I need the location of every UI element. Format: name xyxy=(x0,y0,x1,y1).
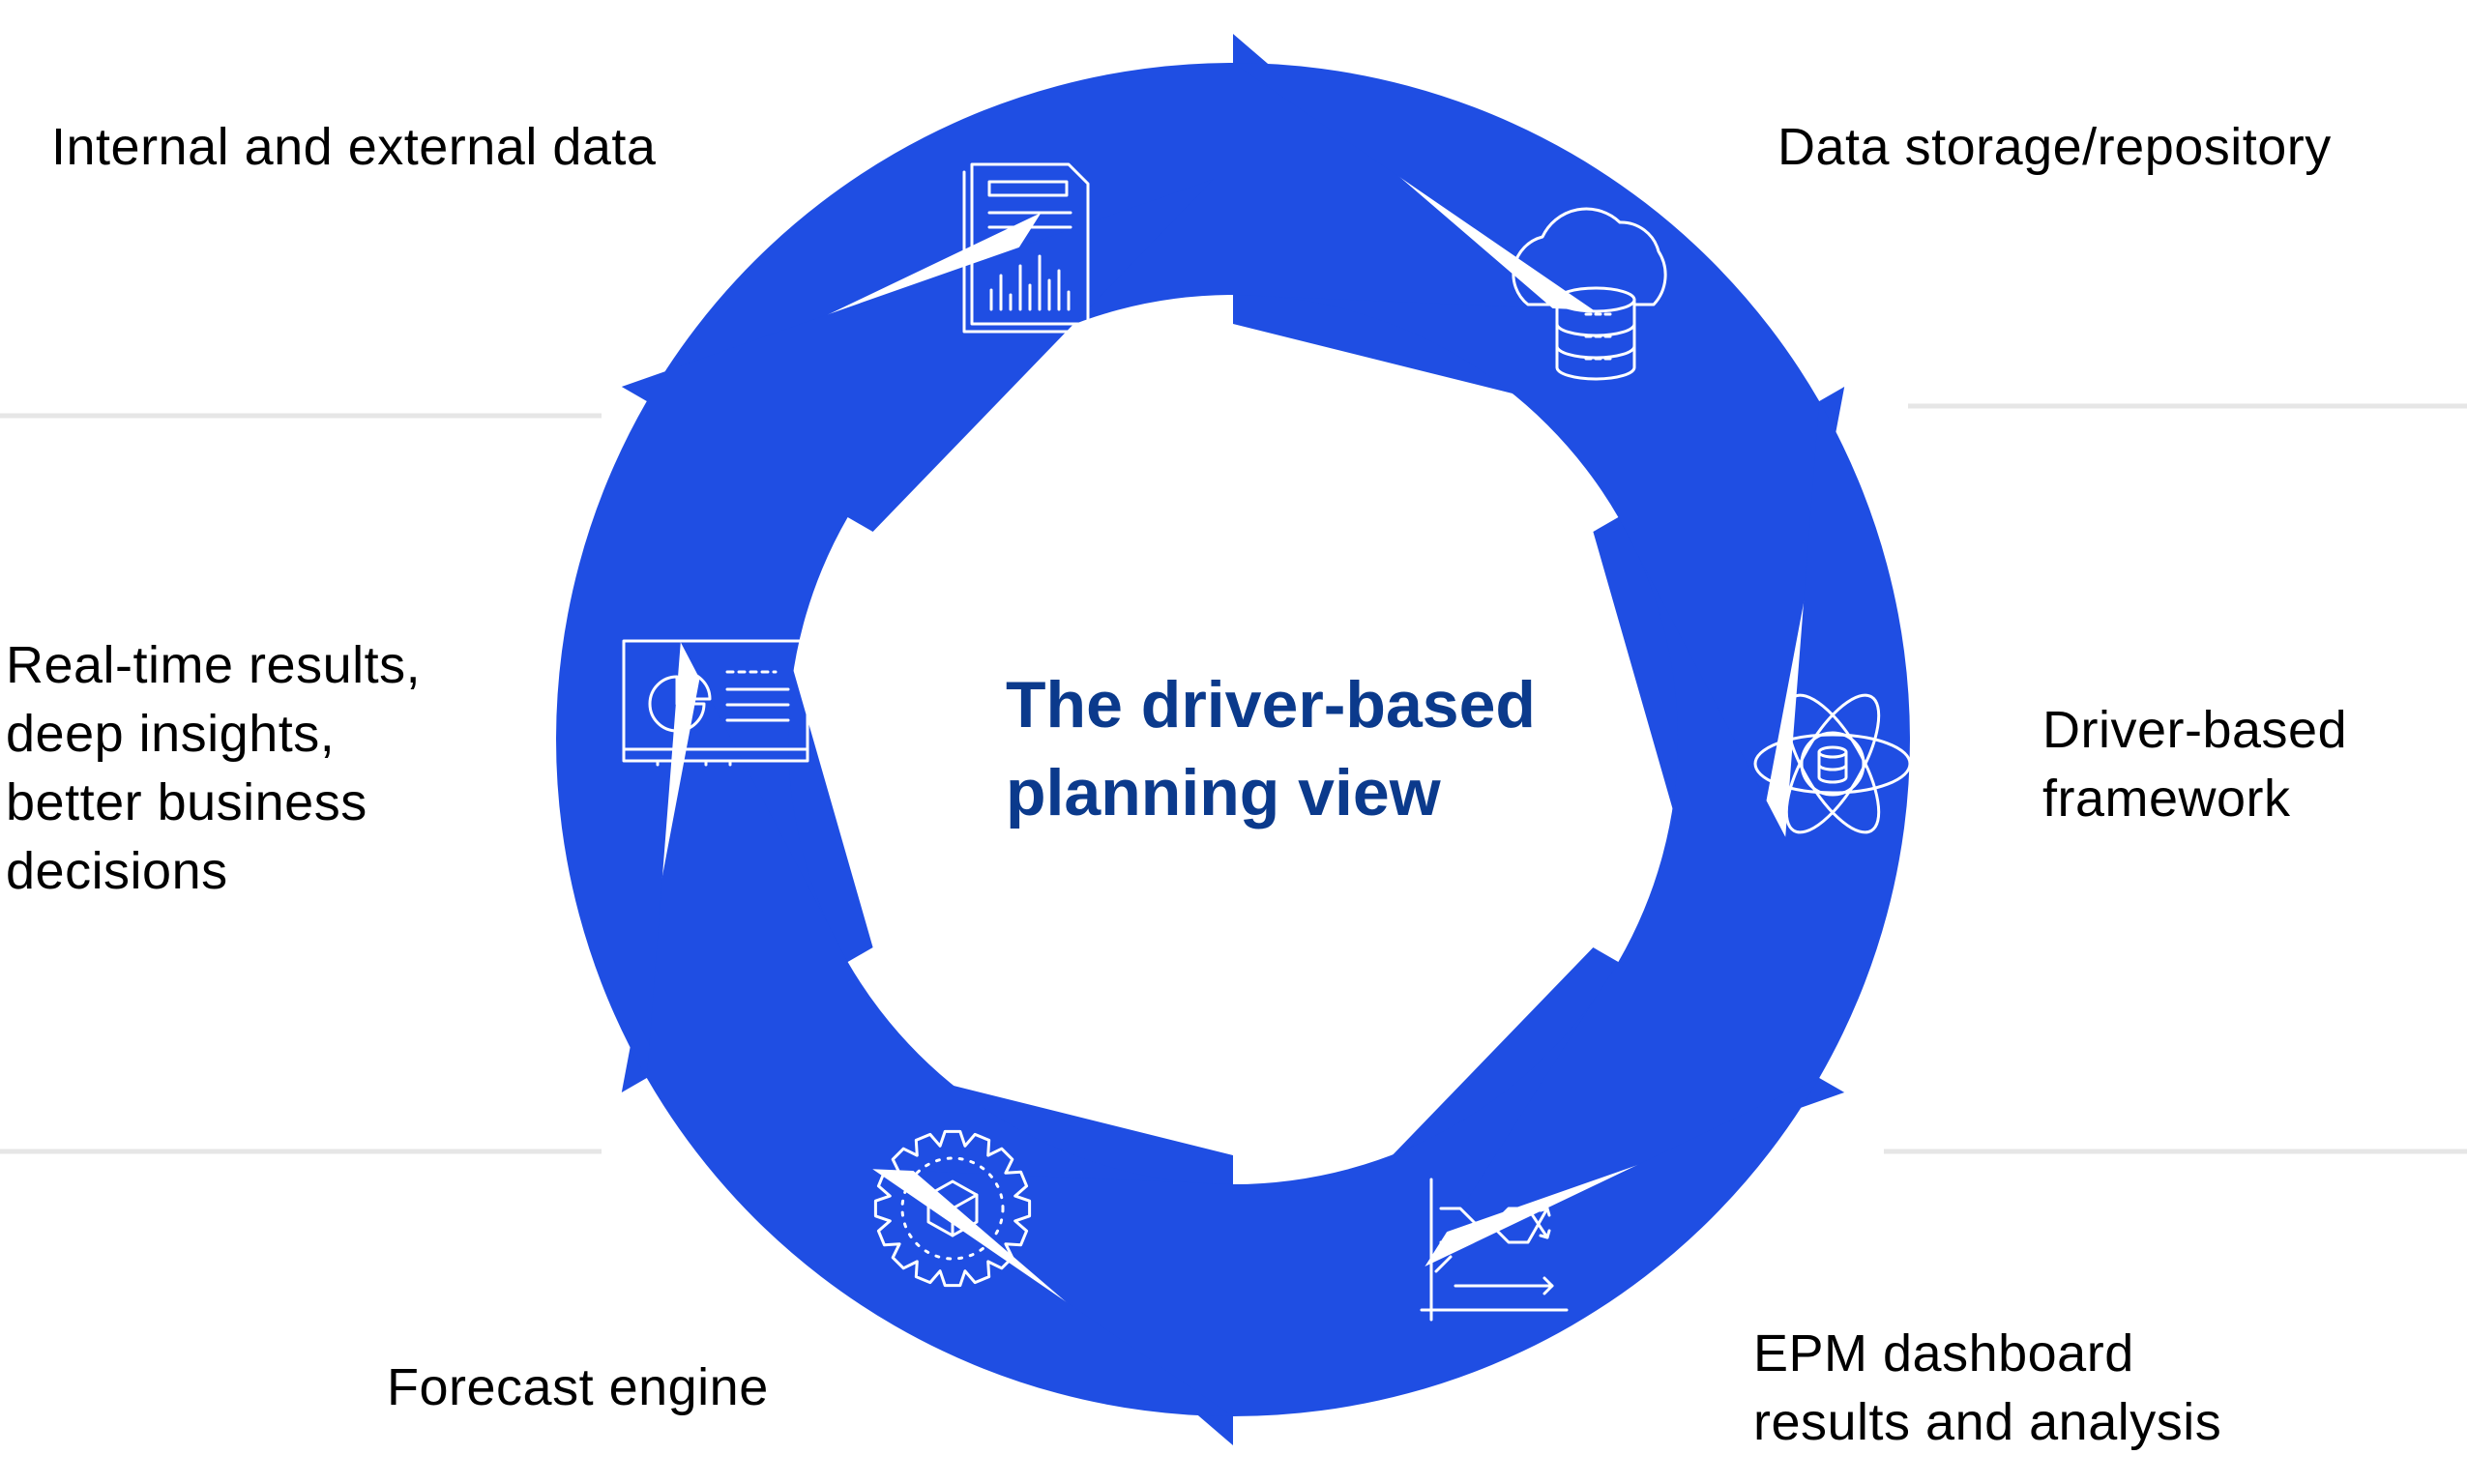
label-internal-external-data: Internal and external data xyxy=(51,118,657,176)
label-forecast-engine: Forecast engine xyxy=(387,1358,769,1416)
center-title: The driver-based planning view xyxy=(1006,661,1536,837)
report-chart-icon xyxy=(962,162,1090,334)
cycle-arrow-4 xyxy=(757,962,1820,1445)
label-data-storage: Data storage/repository xyxy=(1777,118,2332,176)
cycle-ring xyxy=(556,34,1910,1445)
label-driver-based-framework: Driver-based framework xyxy=(2042,701,2348,828)
cycle-arrow-1 xyxy=(646,34,1709,517)
trend-chart-icon xyxy=(1420,1178,1569,1322)
center-title-line-1: The driver-based xyxy=(1006,668,1536,742)
stage-icons xyxy=(622,162,1912,1322)
center-title-line-2: planning view xyxy=(1006,756,1441,829)
atom-database-icon xyxy=(1753,693,1912,834)
dashboard-screen-icon xyxy=(622,639,809,767)
gear-cube-icon xyxy=(873,1129,1032,1288)
label-real-time-results: Real-time results, deep insights, better… xyxy=(6,636,422,900)
label-epm-dashboard: EPM dashboard results and analysis xyxy=(1753,1324,2222,1451)
divider-lines xyxy=(0,403,2467,1154)
cycle-arrow-6 xyxy=(556,179,1214,1078)
cycle-arrow-3 xyxy=(1252,401,1910,1300)
cloud-database-icon xyxy=(1512,207,1667,381)
